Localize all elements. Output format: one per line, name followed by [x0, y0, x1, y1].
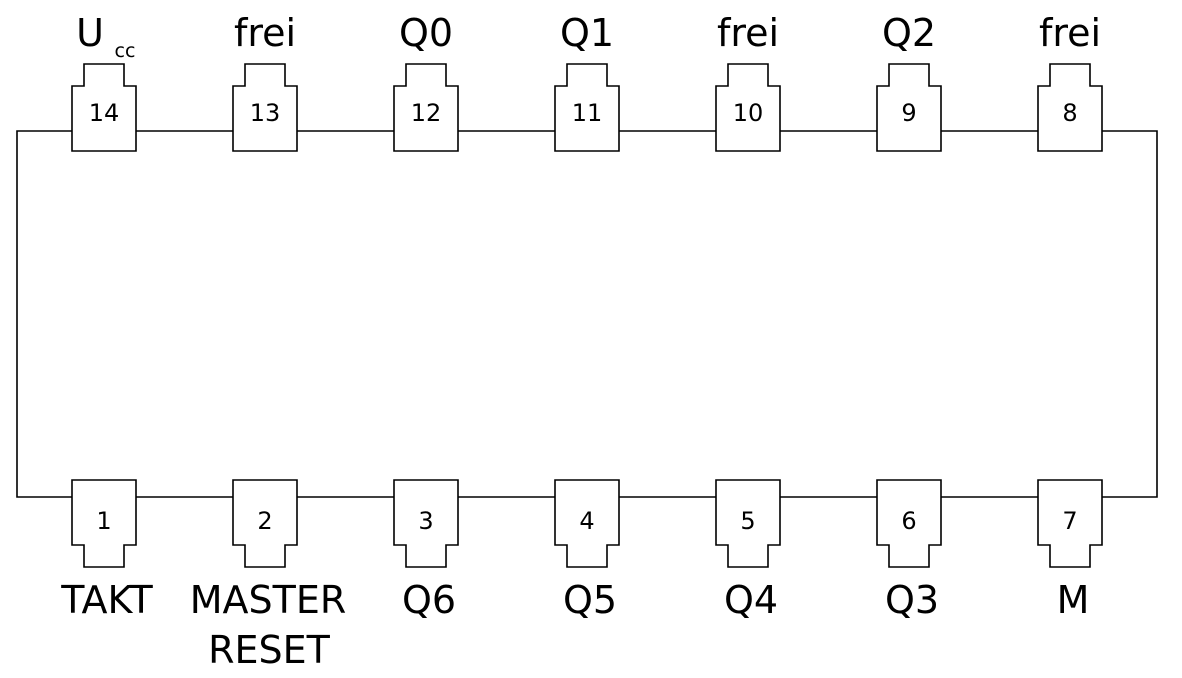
pin-2-shape — [232, 479, 298, 568]
pin-1-number: 1 — [96, 507, 111, 535]
pin-3-label: Q6 — [402, 578, 456, 622]
pin-14-number: 14 — [89, 99, 120, 127]
pin-13-shape — [232, 63, 298, 152]
pin-11: 11 Q1 — [554, 11, 620, 152]
pin-11-label: Q1 — [560, 11, 614, 55]
pin-2-number: 2 — [257, 507, 272, 535]
pin-14-shape — [71, 63, 137, 152]
pin-12-label: Q0 — [399, 11, 453, 55]
pin-11-number: 11 — [572, 99, 603, 127]
pin-6-number: 6 — [901, 507, 916, 535]
pin-14-label: U — [76, 11, 104, 55]
pin-2-label-line2: RESET — [208, 628, 331, 672]
pin-4-number: 4 — [579, 507, 594, 535]
pin-9-shape — [876, 63, 942, 152]
pin-10-number: 10 — [733, 99, 764, 127]
pin-10-shape — [715, 63, 781, 152]
pin-6-shape — [876, 479, 942, 568]
pin-10-label: frei — [717, 11, 779, 55]
pin-8: 8 frei — [1037, 11, 1103, 152]
pin-1-label: TAKT — [60, 578, 153, 622]
pin-2-label: MASTER — [190, 578, 347, 622]
pin-6: 6Q3 — [876, 479, 942, 622]
pin-7-label: M — [1057, 578, 1090, 622]
pin-6-label: Q3 — [885, 578, 939, 622]
pin-7: 7M — [1037, 479, 1103, 622]
pin-8-number: 8 — [1062, 99, 1077, 127]
pin-8-label: frei — [1039, 11, 1101, 55]
pin-5-number: 5 — [740, 507, 755, 535]
pin-12-shape — [393, 63, 459, 152]
pin-9-label: Q2 — [882, 11, 936, 55]
pin-13-number: 13 — [250, 99, 281, 127]
pin-3-number: 3 — [418, 507, 433, 535]
pin-3: 3Q6 — [393, 479, 459, 622]
ic-package-outline — [16, 130, 1158, 498]
pin-12: 12 Q0 — [393, 11, 459, 152]
pin-12-number: 12 — [411, 99, 442, 127]
pin-4: 4Q5 — [554, 479, 620, 622]
pin-3-shape — [393, 479, 459, 568]
pin-9: 9 Q2 — [876, 11, 942, 152]
pin-13-label: frei — [234, 11, 296, 55]
pin-10: 10 frei — [715, 11, 781, 152]
pin-5: 5Q4 — [715, 479, 781, 622]
pin-5-shape — [715, 479, 781, 568]
pin-5-label: Q4 — [724, 578, 778, 622]
pin-14-label-subscript: cc — [115, 40, 136, 62]
pin-1-shape — [71, 479, 137, 568]
pin-4-label: Q5 — [563, 578, 617, 622]
pin-9-number: 9 — [901, 99, 916, 127]
pin-7-number: 7 — [1062, 507, 1077, 535]
pin-11-shape — [554, 63, 620, 152]
pin-8-shape — [1037, 63, 1103, 152]
pin-7-shape — [1037, 479, 1103, 568]
pin-4-shape — [554, 479, 620, 568]
pin-13: 13 frei — [232, 11, 298, 152]
